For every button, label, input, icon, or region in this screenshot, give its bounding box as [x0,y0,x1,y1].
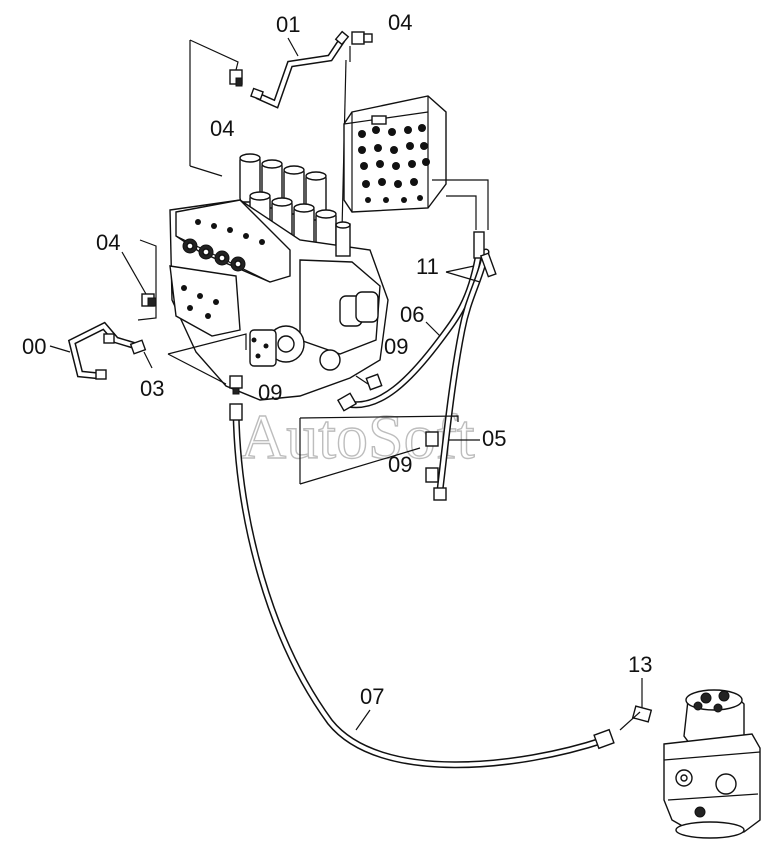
fitting-09-center [229,375,243,395]
hose-06 [336,254,482,412]
callout-07: 07 [360,684,384,709]
callout-05: 05 [482,426,506,451]
fitting-04-upper [229,69,243,87]
hose-07 [229,403,615,769]
watermark-text: AutoSoft [240,401,475,472]
callout-09-right: 09 [384,334,408,359]
callout-03: 03 [140,376,164,401]
callout-00: 00 [22,334,46,359]
connector-03 [129,339,153,369]
callout-09-center: 09 [258,380,282,405]
fitting-09-bottom [425,467,439,483]
callout-09-lower: 09 [388,452,412,477]
callout-04-left: 04 [96,230,120,255]
callout-11: 11 [416,254,439,279]
pipe-00 [67,321,140,380]
elbow-fitting-11 [473,231,497,278]
pipe-01 [250,30,350,109]
fitting-04-top [349,31,373,62]
main-control-valve [169,153,389,401]
hose-05 [433,248,490,501]
callout-04-upper: 04 [210,116,234,141]
callout-06: 06 [400,302,424,327]
connector-13 [619,705,653,731]
callout-04-top: 04 [388,10,412,35]
fitting-04-left [141,293,157,307]
callout-13: 13 [628,652,652,677]
fitting-09-right [365,373,383,391]
swivel-joint [663,689,761,839]
pilot-valve-block [343,95,489,230]
callout-01: 01 [276,12,300,37]
fitting-09-lower [425,431,439,447]
